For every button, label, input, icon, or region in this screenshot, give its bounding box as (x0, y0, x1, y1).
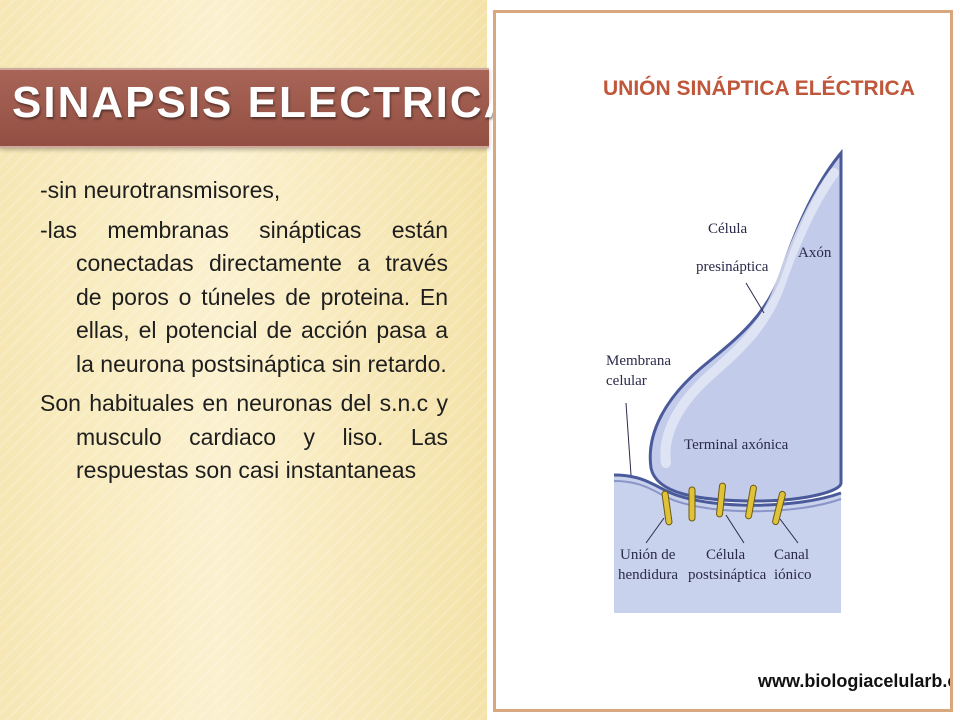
label-celula-postsinaptica-1: Célula (706, 547, 745, 563)
label-canal-1: Canal (774, 547, 809, 563)
body-paragraph-2: -las membranas sinápticas están conectad… (40, 216, 448, 377)
label-celula-presinaptica-2: presináptica (696, 259, 769, 275)
body-paragraph-1: -sin neurotransmisores, (40, 177, 281, 203)
figure-title: UNIÓN SINÁPTICA ELÉCTRICA (603, 76, 915, 100)
label-pointers (625, 282, 799, 544)
label-union-1: Unión de (620, 547, 676, 563)
figure-source-url: www.biologiacelularb.com.ar (757, 671, 950, 691)
label-membrana-2: celular (606, 373, 647, 389)
label-canal-2: iónico (774, 567, 812, 583)
synapse-figure: UNIÓN SINÁPTICA ELÉCTRICA (493, 10, 953, 712)
body-paragraph-3: Son habituales en neuronas del s.n.c y m… (40, 390, 448, 483)
title-banner: SINAPSIS ELECTRICA (0, 68, 515, 148)
label-union-2: hendidura (618, 567, 678, 583)
label-axon: Axón (798, 245, 832, 261)
slide-title: SINAPSIS ELECTRICA (12, 78, 518, 127)
axon-inner-shade (660, 168, 839, 468)
label-terminal-axonica: Terminal axónica (684, 437, 789, 453)
ion-channels (661, 482, 786, 526)
synapse-diagram: UNIÓN SINÁPTICA ELÉCTRICA (603, 76, 950, 691)
slide-body: -sin neurotransmisores, -las membranas s… (40, 174, 448, 494)
label-membrana-1: Membrana (606, 353, 671, 369)
label-celula-presinaptica-1: Célula (708, 221, 747, 237)
label-celula-postsinaptica-2: postsináptica (688, 567, 767, 583)
